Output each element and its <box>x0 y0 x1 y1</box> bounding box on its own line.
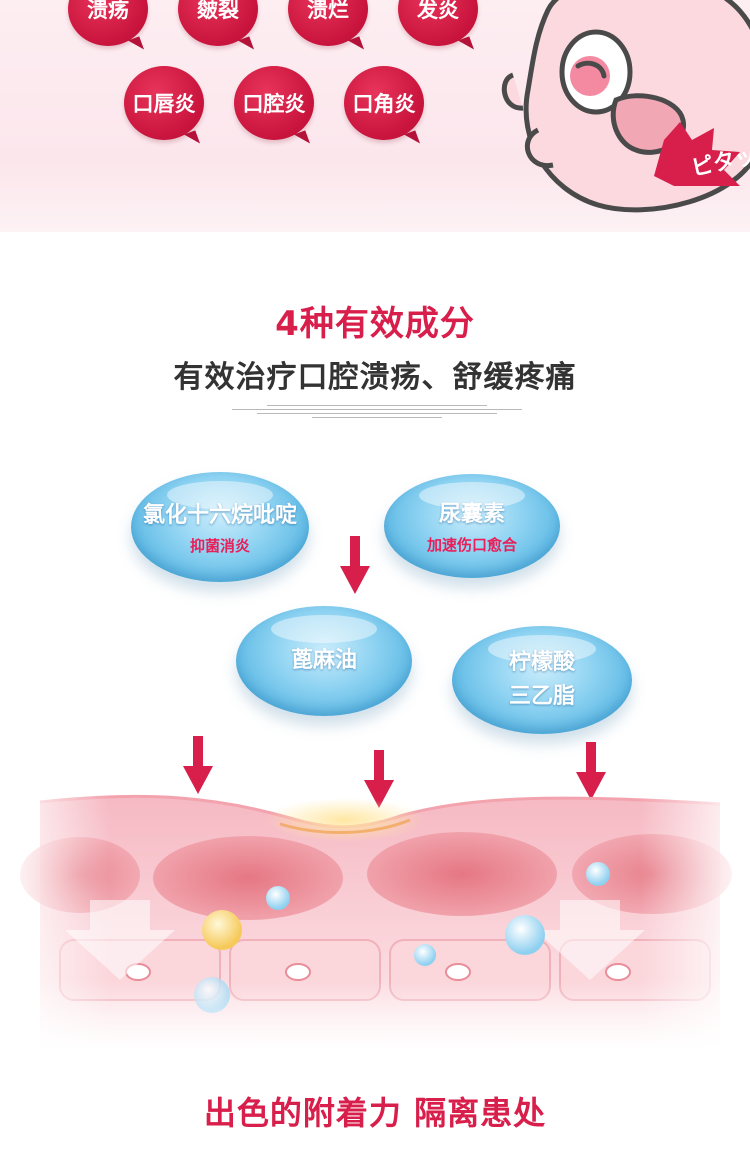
ingredients-title: 4种有效成分 <box>275 304 475 344</box>
ingredients-subtitle: 有效治疗口腔溃疡、舒缓疼痛 <box>173 360 577 395</box>
arrow-down-icon <box>340 536 370 594</box>
ingredient-effect: 加速伤口愈合 <box>426 535 517 554</box>
mascot-illustration: ピタッ <box>501 0 750 213</box>
mucosa-tissue-illustration <box>0 790 750 1050</box>
ingredient-name: 尿囊素 <box>438 501 505 527</box>
symptom-bubble: 发炎 <box>398 0 478 46</box>
symptom-bubble: 口腔炎 <box>234 66 314 140</box>
symptom-bubble: 皴裂 <box>178 0 258 46</box>
mascot-badge-icon <box>654 122 740 186</box>
symptom-bubble: 口角炎 <box>344 66 424 140</box>
ingredient-oval-triethyl-citrate: 柠檬酸 三乙脂 <box>452 626 632 734</box>
ingredient-oval-allantoin: 尿囊素 加速伤口愈合 <box>384 474 560 578</box>
symptom-bubble: 溃烂 <box>288 0 368 46</box>
ingredient-oval-castor-oil: 蓖麻油 <box>236 606 412 716</box>
symptom-bubble: 口唇炎 <box>124 66 204 140</box>
ingredient-name: 氯化十六烷吡啶 <box>142 502 297 528</box>
ingredient-name-line2: 三乙脂 <box>508 684 575 709</box>
ingredient-oval-cetylpyridinium: 氯化十六烷吡啶 抑菌消炎 <box>131 472 309 582</box>
arrow-down-icon <box>576 742 606 800</box>
arrow-down-icon <box>364 750 394 808</box>
symptom-bubble: 溃疡 <box>68 0 148 46</box>
adhesion-headline: 出色的附着力 隔离患处 <box>203 1094 547 1132</box>
decorative-divider <box>232 405 522 421</box>
ingredient-name: 柠檬酸 <box>508 650 575 675</box>
ingredient-effect: 抑菌消炎 <box>189 536 250 555</box>
arrow-down-icon <box>183 736 213 794</box>
symptom-banner: 溃疡 皴裂 溃烂 发炎 口唇炎 口腔炎 口角炎 ピタッ <box>0 0 750 232</box>
ingredient-name: 蓖麻油 <box>290 648 357 673</box>
